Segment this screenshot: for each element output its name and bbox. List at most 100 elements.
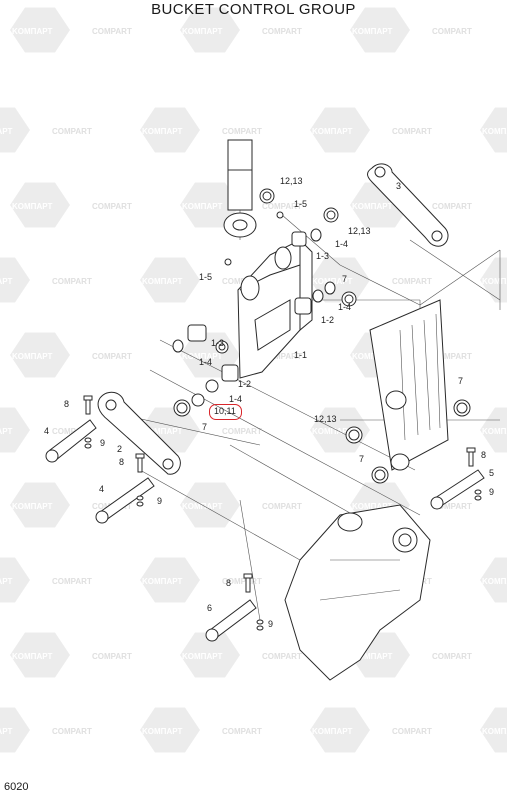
- page-number: 6020: [4, 781, 29, 793]
- watermark-text: KOMΠAPT: [482, 577, 507, 586]
- callout: 9: [157, 496, 162, 506]
- watermark-text: COMPART: [222, 427, 262, 436]
- callout: 3: [396, 181, 401, 191]
- watermark-tile: KOMΠAPT COMPART: [0, 107, 92, 153]
- watermark-tile: KOMΠAPT COMPART: [310, 107, 432, 153]
- watermark-text: KOMΠAPT: [482, 427, 507, 436]
- watermark-text: COMPART: [52, 427, 92, 436]
- watermark-text: KOMΠAPT: [0, 727, 13, 736]
- callout: 1-4: [335, 239, 348, 249]
- watermark-text: COMPART: [92, 27, 132, 36]
- callout: 1-2: [238, 379, 251, 389]
- watermark-text: COMPART: [92, 352, 132, 361]
- watermark-text: COMPART: [52, 727, 92, 736]
- watermark-text: KOMΠAPT: [312, 277, 353, 286]
- arm-end-outline: [284, 504, 431, 681]
- watermark-text: KOMΠAPT: [142, 727, 183, 736]
- watermark-text: KOMΠAPT: [352, 652, 393, 661]
- watermark-text: KOMΠAPT: [12, 27, 53, 36]
- watermark-tile: KOMΠAPT COMPART: [0, 557, 92, 603]
- watermark-text: KOMΠAPT: [352, 27, 393, 36]
- callout: 9: [268, 619, 273, 629]
- watermark-text: KOMΠAPT: [482, 727, 507, 736]
- callout: 4: [44, 426, 49, 436]
- watermark-tile: KOMΠAPT COMPART: [140, 557, 262, 603]
- watermark-text: KOMΠAPT: [142, 577, 183, 586]
- watermark-tile: KOMΠAPT COMPART: [140, 107, 262, 153]
- callout: 12,13: [348, 226, 371, 236]
- callout: 9: [100, 438, 105, 448]
- watermark-text: COMPART: [222, 577, 262, 586]
- bracket-part-1-1: [237, 238, 313, 379]
- watermark-text: COMPART: [432, 502, 472, 511]
- pins: [45, 395, 485, 642]
- watermark-text: KOMΠAPT: [0, 427, 13, 436]
- callout: 1-4: [338, 302, 351, 312]
- cylinder-rod: [223, 139, 257, 238]
- watermark-text: COMPART: [222, 127, 262, 136]
- watermark-tile: KOMΠAPT COMPART: [310, 257, 432, 303]
- callout: 8: [119, 457, 124, 467]
- bucket-outline: [369, 299, 449, 471]
- watermark-text: COMPART: [92, 202, 132, 211]
- callout: 12,13: [280, 176, 303, 186]
- watermark-text: KOMΠAPT: [142, 127, 183, 136]
- watermark-text: KOMΠAPT: [182, 27, 223, 36]
- callout: 1-5: [294, 199, 307, 209]
- watermark-text: KOMΠAPT: [182, 352, 223, 361]
- watermark-text: COMPART: [52, 577, 92, 586]
- callout: 7: [359, 454, 364, 464]
- watermark-text: COMPART: [52, 277, 92, 286]
- watermark-text: KOMΠAPT: [352, 202, 393, 211]
- watermark-text: COMPART: [222, 727, 262, 736]
- watermark-tile: KOMΠAPT COMPART: [0, 707, 92, 753]
- callout: 7: [342, 274, 347, 284]
- callout: 10,11: [214, 406, 236, 416]
- watermark-text: KOMΠAPT: [482, 127, 507, 136]
- callout: 1-3: [211, 338, 224, 348]
- watermark-text: COMPART: [52, 127, 92, 136]
- watermark-text: COMPART: [432, 352, 472, 361]
- watermark-tile: KOMΠAPT COMPART: [10, 7, 132, 53]
- watermark-text: KOMΠAPT: [312, 127, 353, 136]
- link-part-2: [97, 391, 181, 475]
- watermark-tile: KOMΠAPT COMPART: [140, 707, 262, 753]
- watermark-text: KOMΠAPT: [142, 427, 183, 436]
- watermark-tile: KOMΠAPT COMPART: [350, 7, 472, 53]
- page-title: BUCKET CONTROL GROUP: [151, 1, 356, 18]
- callout: 1-5: [199, 272, 212, 282]
- watermark-text: KOMΠAPT: [352, 352, 393, 361]
- callout: 2: [117, 444, 122, 454]
- watermark-text: KOMΠAPT: [0, 127, 13, 136]
- callout: 12,13: [314, 414, 337, 424]
- watermark-text: COMPART: [262, 202, 302, 211]
- callout: 8: [481, 450, 486, 460]
- link-part-3: [367, 163, 449, 247]
- watermark-text: KOMΠAPT: [0, 577, 13, 586]
- watermark-text: COMPART: [92, 652, 132, 661]
- watermark-text: KOMΠAPT: [12, 202, 53, 211]
- watermark-text: COMPART: [262, 652, 302, 661]
- watermark-text: COMPART: [432, 202, 472, 211]
- bushings-and-rings: [172, 188, 471, 484]
- watermark-text: COMPART: [392, 277, 432, 286]
- watermark-text: KOMΠAPT: [182, 652, 223, 661]
- watermark-text: COMPART: [392, 127, 432, 136]
- watermark-text: KOMΠAPT: [142, 277, 183, 286]
- watermark-text: KOMΠAPT: [12, 502, 53, 511]
- watermark-text: KOMΠAPT: [182, 502, 223, 511]
- watermark-text: COMPART: [262, 352, 302, 361]
- watermark-text: COMPART: [432, 27, 472, 36]
